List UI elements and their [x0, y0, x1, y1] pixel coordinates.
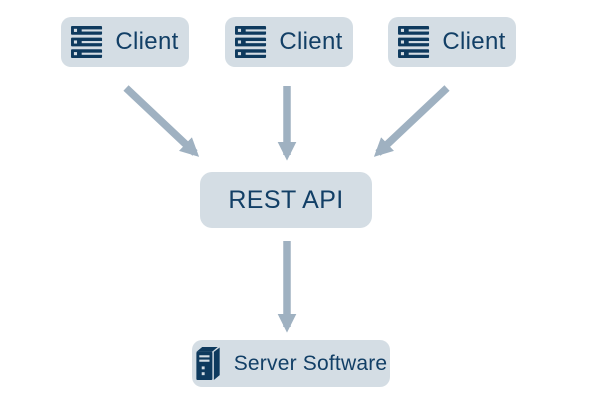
arrow-client3-to-restapi: [373, 85, 450, 157]
server-stack-icon: [235, 26, 268, 58]
client-node-label: Client: [115, 28, 179, 55]
client-node-label: Client: [279, 28, 343, 55]
server-software-node: Server Software: [192, 340, 390, 387]
client-node-1: Client: [61, 17, 189, 67]
server-tower-icon: [195, 347, 223, 380]
server-software-label: Server Software: [233, 351, 388, 375]
client-node-2: Client: [225, 17, 353, 67]
client-node-3: Client: [388, 17, 516, 67]
rest-api-label: REST API: [228, 185, 344, 214]
rest-api-node: REST API: [200, 172, 372, 228]
client-node-label: Client: [442, 28, 506, 55]
server-stack-icon: [71, 26, 104, 58]
arrow-client1-to-restapi: [123, 85, 200, 157]
server-stack-icon: [398, 26, 431, 58]
